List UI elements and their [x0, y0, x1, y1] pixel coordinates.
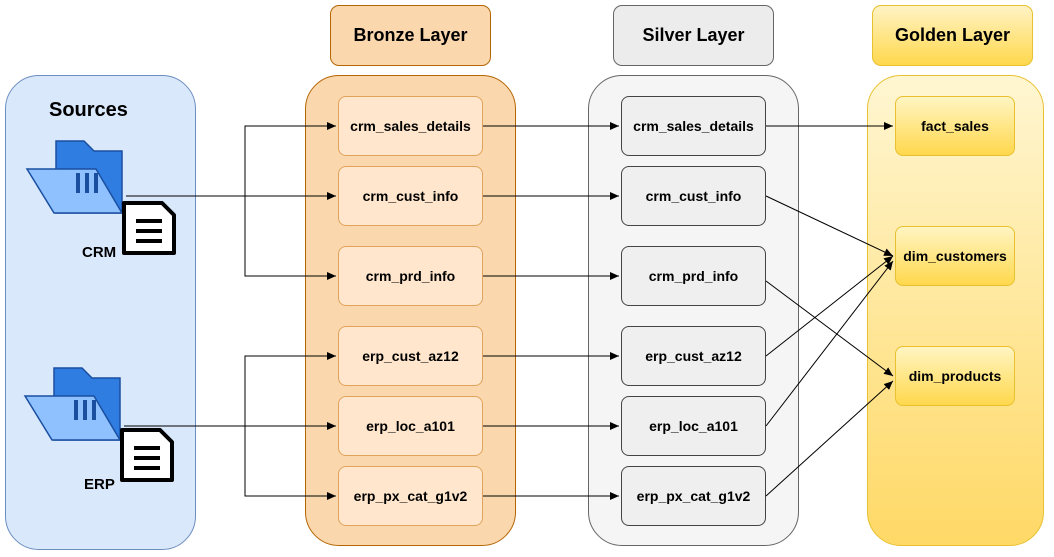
erp-folder-icon [22, 364, 174, 482]
bronze-erp-cust-az12[interactable]: erp_cust_az12 [338, 326, 483, 386]
gold-dim-customers[interactable]: dim_customers [895, 226, 1015, 286]
silver-layer-header: Silver Layer [613, 5, 774, 66]
arrow-cust-info-to-dim-customers [765, 195, 894, 257]
crm-label: CRM [82, 244, 117, 261]
silver-erp-loc-a101[interactable]: erp_loc_a101 [621, 396, 766, 456]
arrow-prd-info-to-dim-products [765, 280, 894, 377]
arrow-px-cat-to-dim-products [765, 380, 894, 497]
bronze-crm-prd-info[interactable]: crm_prd_info [338, 246, 483, 306]
silver-crm-prd-info[interactable]: crm_prd_info [621, 246, 766, 306]
gold-fact-sales[interactable]: fact_sales [895, 96, 1015, 156]
bronze-crm-cust-info[interactable]: crm_cust_info [338, 166, 483, 226]
erp-label: ERP [84, 476, 115, 493]
sources-title: Sources [49, 99, 128, 121]
golden-layer-header: Golden Layer [872, 5, 1033, 66]
silver-erp-px-cat-g1v2[interactable]: erp_px_cat_g1v2 [621, 466, 766, 526]
bronze-layer-header: Bronze Layer [330, 5, 491, 66]
silver-crm-cust-info[interactable]: crm_cust_info [621, 166, 766, 226]
arrow-cust-az12-to-dim-customers [765, 255, 894, 357]
arrow-crm-to-sales-details [126, 122, 336, 197]
silver-erp-cust-az12[interactable]: erp_cust_az12 [621, 326, 766, 386]
gold-dim-products[interactable]: dim_products [895, 346, 1015, 406]
arrow-erp-to-cust-az12 [124, 352, 336, 427]
crm-folder-icon [24, 137, 176, 255]
silver-crm-sales-details[interactable]: crm_sales_details [621, 96, 766, 156]
bronze-crm-sales-details[interactable]: crm_sales_details [338, 96, 483, 156]
arrow-crm-to-prd-info [244, 196, 336, 280]
bronze-erp-loc-a101[interactable]: erp_loc_a101 [338, 396, 483, 456]
arrow-erp-to-px-cat [244, 426, 336, 500]
arrow-loc-a101-to-dim-customers [765, 260, 894, 427]
bronze-erp-px-cat-g1v2[interactable]: erp_px_cat_g1v2 [338, 466, 483, 526]
